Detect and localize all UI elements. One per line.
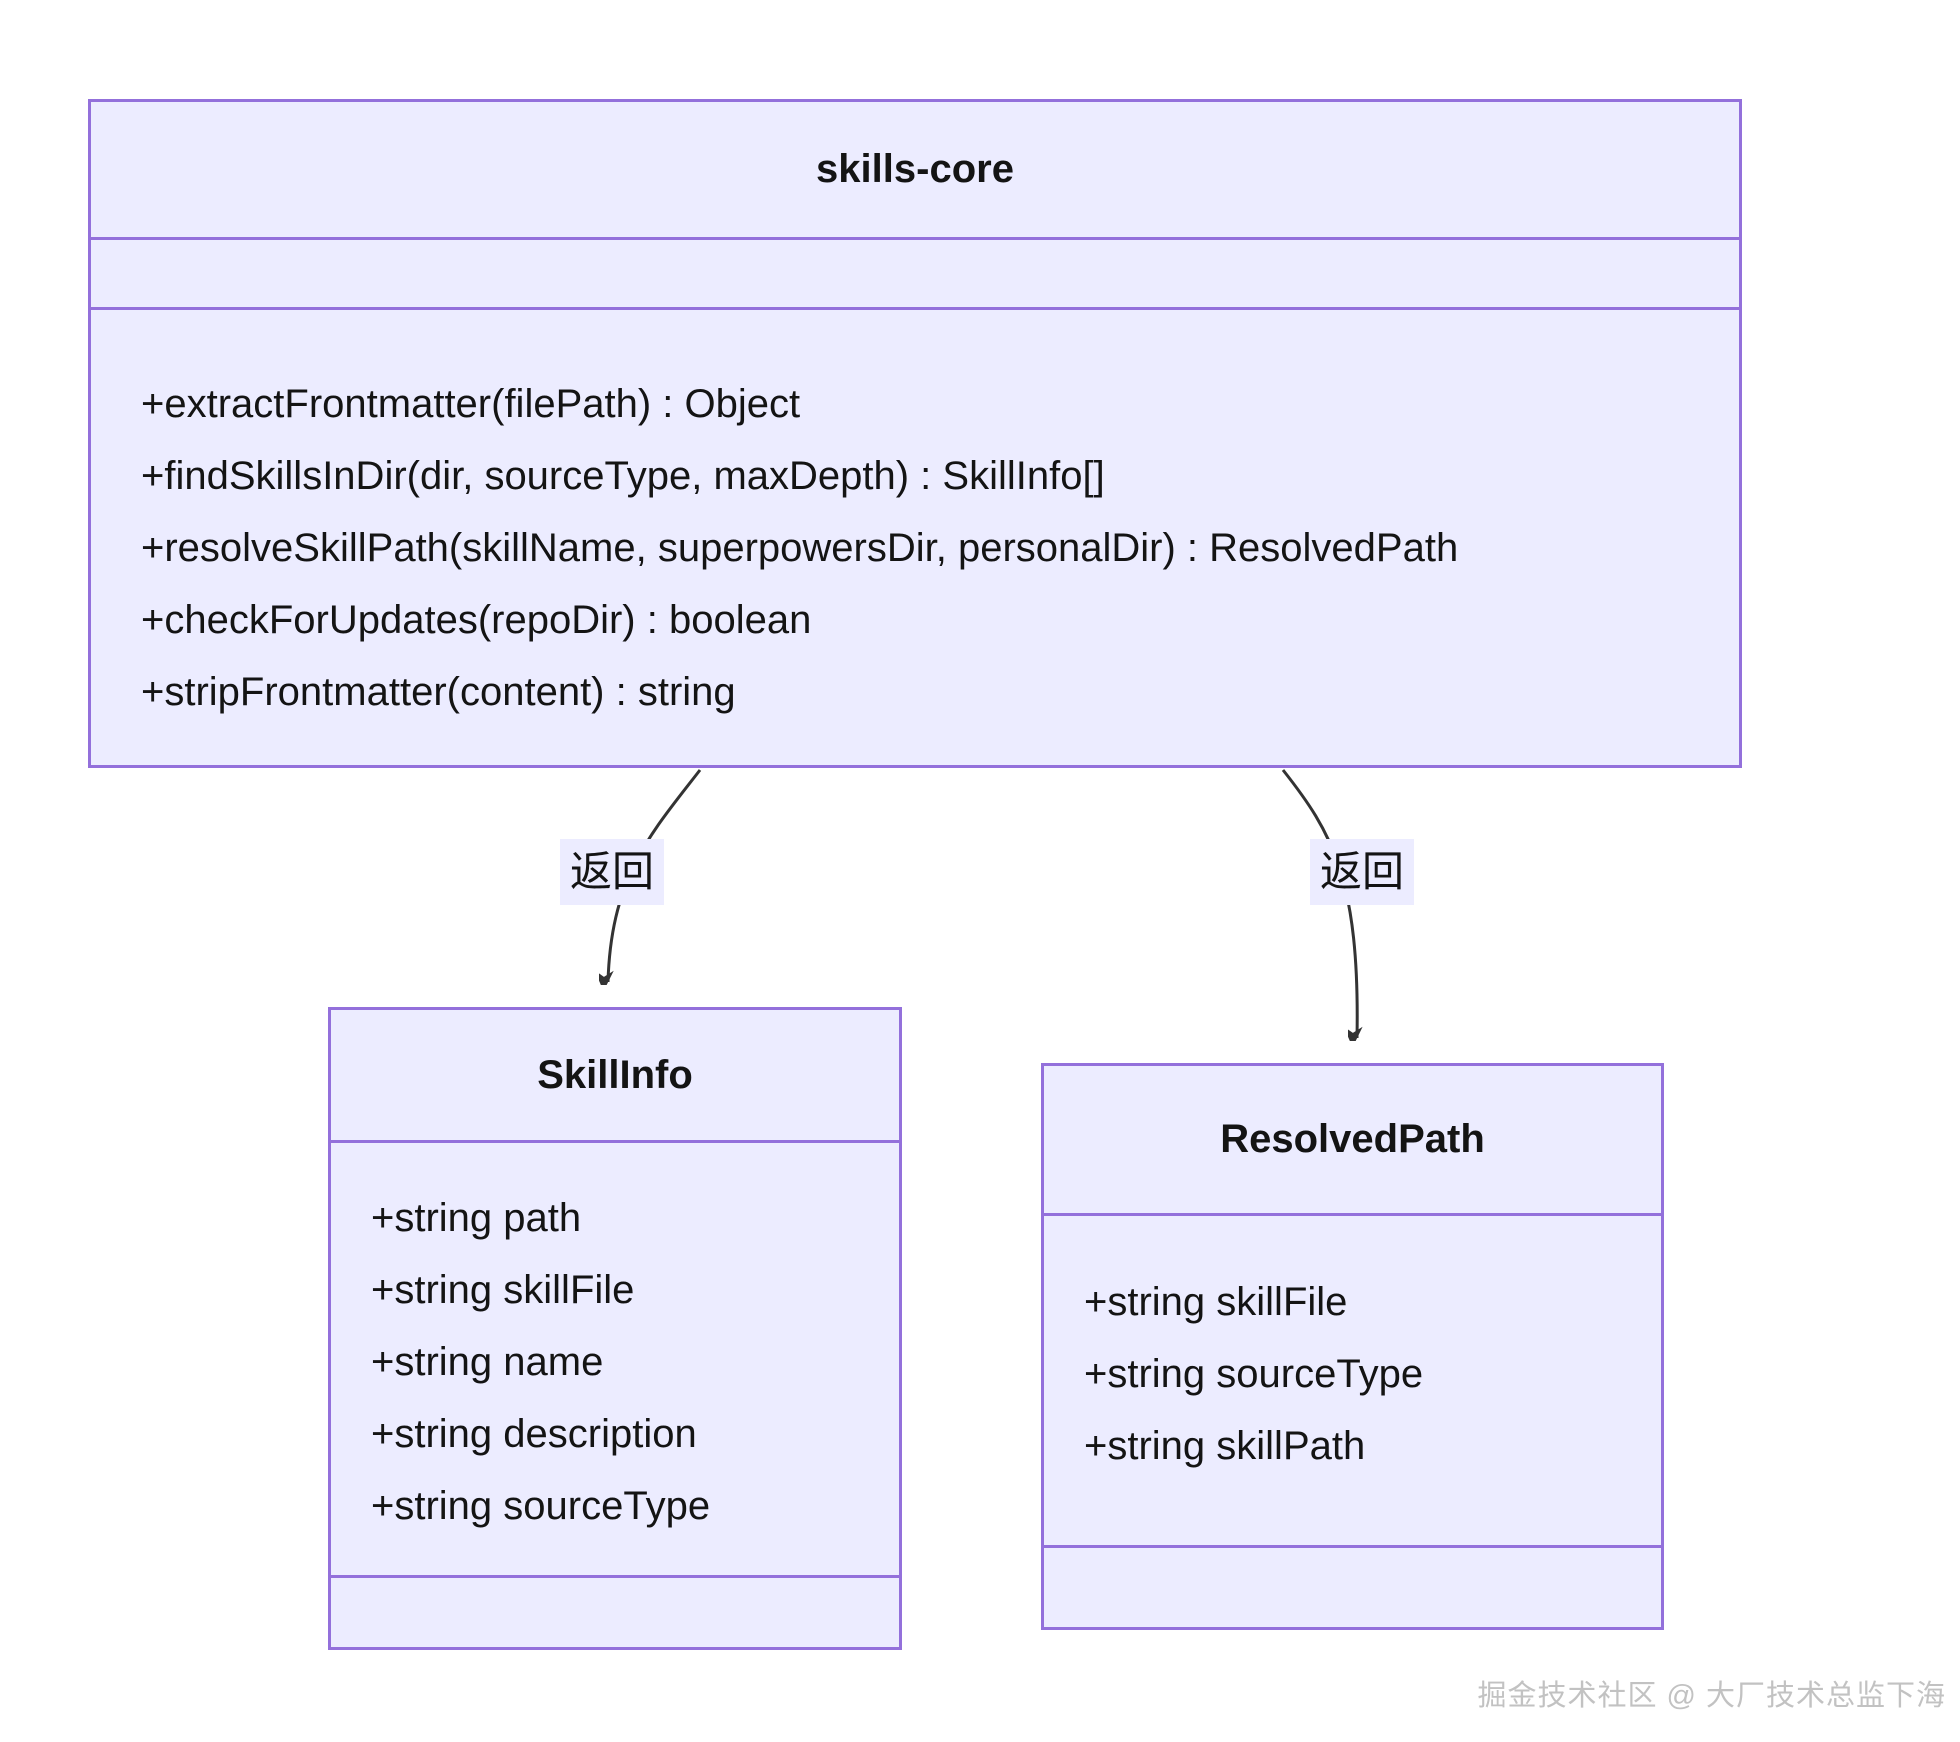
edge-label-return-2: 返回 bbox=[1310, 839, 1415, 905]
attribute-row: +string skillFile bbox=[371, 1268, 635, 1312]
attribute-row: +string sourceType bbox=[1084, 1352, 1424, 1396]
attribute-row: +string path bbox=[371, 1196, 582, 1240]
attribute-row: +string skillPath bbox=[1084, 1424, 1366, 1468]
class-box-skillinfo: SkillInfo +string path +string skillFile… bbox=[328, 1007, 902, 1650]
watermark-text: 掘金技术社区 @ 大厂技术总监下海 bbox=[1477, 1680, 1946, 1712]
class-title: skills-core bbox=[91, 102, 1739, 240]
attributes-compartment: +string skillFile +string sourceType +st… bbox=[1044, 1216, 1661, 1548]
attribute-row: +string description bbox=[371, 1412, 697, 1456]
attributes-compartment: +string path +string skillFile +string n… bbox=[331, 1143, 899, 1578]
attribute-row: +string skillFile bbox=[1084, 1280, 1348, 1324]
attribute-row: +string sourceType bbox=[371, 1484, 711, 1528]
methods-compartment bbox=[331, 1578, 899, 1647]
method-row: +resolveSkillPath(skillName, superpowers… bbox=[141, 526, 1459, 570]
methods-compartment bbox=[1044, 1548, 1661, 1627]
method-row: +extractFrontmatter(filePath) : Object bbox=[141, 382, 801, 426]
method-row: +findSkillsInDir(dir, sourceType, maxDep… bbox=[141, 454, 1105, 498]
class-box-skills-core: skills-core +extractFrontmatter(filePath… bbox=[88, 99, 1742, 768]
class-title: SkillInfo bbox=[331, 1010, 899, 1143]
class-box-resolvedpath: ResolvedPath +string skillFile +string s… bbox=[1041, 1063, 1664, 1630]
attribute-row: +string name bbox=[371, 1340, 604, 1384]
method-row: +checkForUpdates(repoDir) : boolean bbox=[141, 598, 812, 642]
method-row: +stripFrontmatter(content) : string bbox=[141, 670, 736, 714]
edge-label-return-1: 返回 bbox=[560, 839, 665, 905]
attributes-compartment bbox=[91, 240, 1739, 310]
class-title: ResolvedPath bbox=[1044, 1066, 1661, 1216]
methods-compartment: +extractFrontmatter(filePath) : Object +… bbox=[91, 310, 1739, 728]
